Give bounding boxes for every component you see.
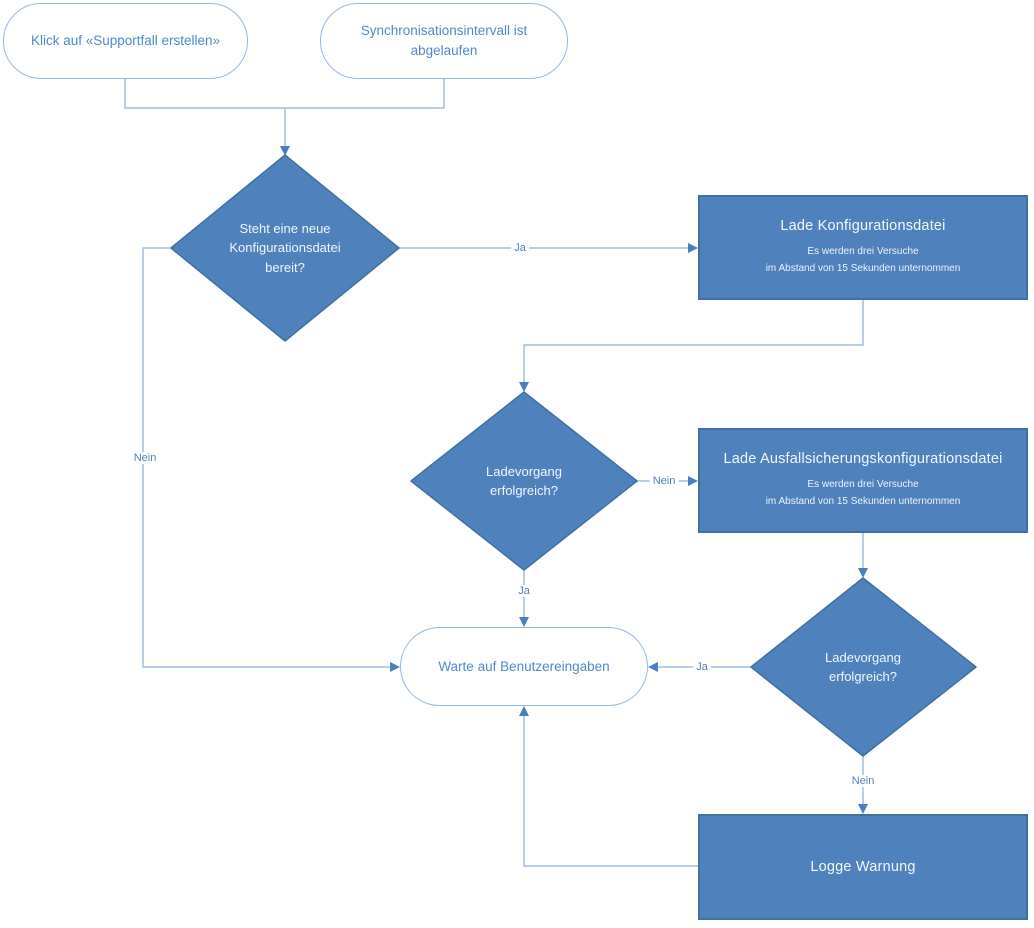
process-log-warning-title: Logge Warnung xyxy=(810,859,916,875)
decision-load-success-2-label: Ladevorgang erfolgreich? xyxy=(825,649,901,685)
terminator-klick-supportfall-label: Klick auf «Supportfall erstellen» xyxy=(30,33,221,49)
arrowhead-into-wait-left xyxy=(390,662,400,672)
edge-label-load-success-2-ja: Ja xyxy=(693,661,711,673)
process-load-failover-config: Lade Ausfallsicherungskonfigurationsdate… xyxy=(698,428,1028,533)
process-load-config-note-line2: im Abstand von 15 Sekunden unternommen xyxy=(765,263,961,274)
arrowhead-into-wait-bottom xyxy=(519,706,529,716)
edge-logwarning-to-wait xyxy=(523,715,698,867)
decision-load-success-2-shape xyxy=(750,577,977,757)
process-load-failover-config-title: Lade Ausfallsicherungskonfigurationsdate… xyxy=(723,451,1003,467)
process-load-config-note: Es werden drei Versuche im Abstand von 1… xyxy=(766,243,961,277)
process-load-config: Lade Konfigurationsdatei Es werden drei … xyxy=(698,195,1028,300)
process-load-failover-config-note: Es werden drei Versuche im Abstand von 1… xyxy=(766,476,961,510)
terminator-wait-user-input: Warte auf Benutzereingaben xyxy=(400,627,648,706)
terminator-klick-supportfall: Klick auf «Supportfall erstellen» xyxy=(3,3,248,79)
process-load-failover-config-note-line1: Es werden drei Versuche xyxy=(807,479,919,490)
arrowhead-into-decision2 xyxy=(519,382,529,392)
process-log-warning: Logge Warnung xyxy=(698,814,1028,920)
process-load-config-title: Lade Konfigurationsdatei xyxy=(780,218,946,234)
edge-label-load-success-1-nein: Nein xyxy=(649,475,679,487)
arrowhead-into-wait-right xyxy=(648,662,658,672)
edge-label-new-config-nein: Nein xyxy=(130,452,160,464)
terminator-sync-intervall: Synchronisationsintervall ist abgelaufen xyxy=(320,3,568,79)
edge-label-load-success-2-nein: Nein xyxy=(848,775,878,787)
decision-load-success-1-label: Ladevorgang erfolgreich? xyxy=(486,463,562,499)
edge-label-load-success-1-ja: Ja xyxy=(515,585,533,597)
arrowhead-into-load-failover xyxy=(688,476,698,486)
arrowhead-into-decision3 xyxy=(858,568,868,578)
arrowhead-into-wait-top xyxy=(519,617,529,627)
arrowhead-into-log-warning xyxy=(858,804,868,814)
decision-load-success-1-shape xyxy=(410,391,638,571)
decision-new-config-shape xyxy=(170,154,400,342)
arrowhead-into-load-config xyxy=(688,243,698,253)
edge-start-merge xyxy=(124,79,445,109)
edge-label-new-config-ja: Ja xyxy=(511,242,529,254)
arrowhead-into-decision1 xyxy=(280,146,290,156)
decision-new-config-label: Steht eine neue Konfigurationsdatei bere… xyxy=(229,220,341,275)
edge-loadconfig-to-decision2 xyxy=(523,300,864,383)
process-load-config-note-line1: Es werden drei Versuche xyxy=(807,246,919,257)
process-load-failover-config-note-line2: im Abstand von 15 Sekunden unternommen xyxy=(765,496,961,507)
terminator-wait-user-input-label: Warte auf Benutzereingaben xyxy=(438,658,610,674)
terminator-sync-intervall-label: Synchronisationsintervall ist abgelaufen xyxy=(360,23,528,58)
